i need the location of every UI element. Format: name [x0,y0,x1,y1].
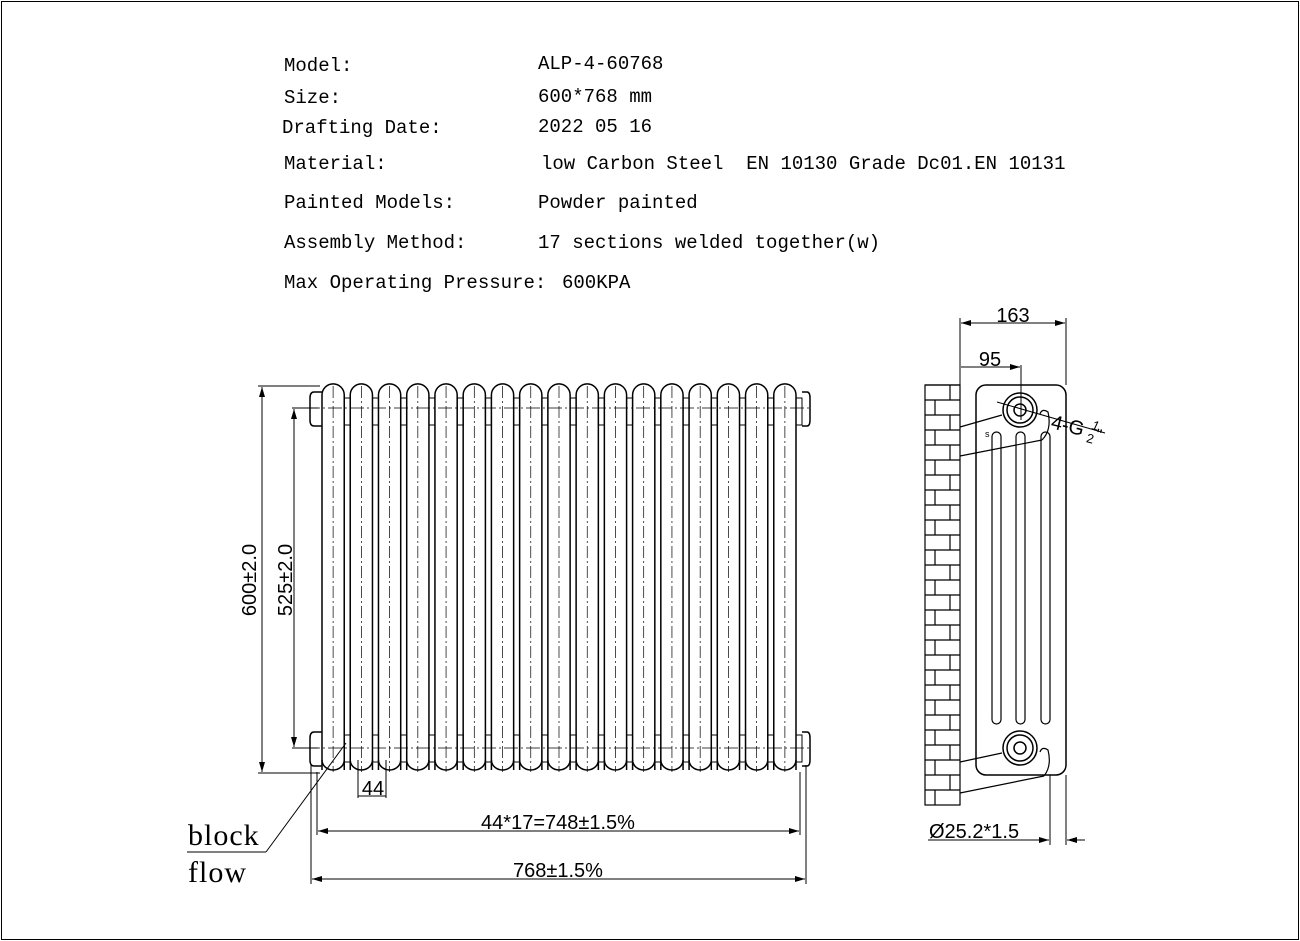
spec-label-size: Size: [284,87,342,109]
section-column [547,383,571,770]
end-cap-top [309,391,322,427]
spec-value-size: 600*768 mm [538,86,653,108]
section-column [321,383,345,770]
section-column [688,383,713,770]
end-cap-bottom-right [802,731,811,767]
spec-value-date: 2022 05 16 [538,116,653,138]
height-dim-text: 600±2.0 [239,544,261,616]
wall-bricks [924,384,961,806]
depth-dim-text: 163 [996,305,1029,327]
section-neck-top [456,397,464,426]
total-length-text: 768±1.5% [513,860,603,882]
end-cap-bottom [309,731,322,767]
section-neck-bottom [343,734,351,763]
wall-center-dim-text: 95 [979,349,1001,371]
section-column [744,383,769,770]
section-column [575,383,600,770]
section-neck-top [682,397,690,426]
section-column [518,383,543,770]
thread-unit: " [1094,427,1104,445]
section-neck-bottom [654,734,662,763]
section-neck-bottom [682,734,690,763]
spec-label-material: Material: [284,153,387,175]
spec-label-model: Model: [284,55,353,77]
section-neck-bottom [428,734,436,763]
bracket-lines [959,409,1050,794]
pipe-dim-text: Ø25.2*1.5 [929,821,1019,843]
mark-s: s [985,429,990,439]
section-column [349,383,374,770]
spec-value-painted: Powder painted [538,192,698,214]
section-column [773,383,797,770]
section-neck-top [654,397,662,426]
label-block: block [188,819,260,852]
section-neck-top [513,397,521,426]
thread-denominator: 2 [1085,430,1096,446]
section-neck-bottom [456,734,464,763]
section-neck-top [710,397,718,426]
section-neck-bottom [597,734,605,763]
section-neck-bottom [739,734,747,763]
front-view [306,383,812,772]
section-column [631,383,656,770]
spec-label-date: Drafting Date: [282,117,442,139]
section-neck-top [371,397,379,426]
leader-line [265,742,347,853]
side-view [924,318,1106,845]
section-neck-bottom [371,734,379,763]
section-neck-top [569,397,577,426]
section-neck-top [343,397,351,426]
section-column [377,383,402,770]
spec-label-assembly: Assembly Method: [284,232,467,254]
section-neck-bottom [400,734,408,763]
thread-label-text: 4-G [1049,412,1087,441]
section-column [660,383,684,770]
section-column [405,383,430,770]
section-neck-top [428,397,436,426]
section-neck-bottom [767,734,775,763]
section-column [603,383,628,770]
thread-numerator: 1 [1090,417,1101,433]
section-column [490,383,515,770]
spec-value-material: low Carbon Steel EN 10130 Grade Dc01.EN … [541,153,1066,175]
section-neck-top [795,397,803,426]
end-cap-top-right [802,391,811,427]
thread-label: 4-G 1 2 " [1049,412,1104,447]
section-neck-top [767,397,775,426]
spec-value-assembly: 17 sections welded together(w) [538,232,881,254]
sections-length-text: 44*17=748±1.5% [481,812,635,834]
section-column [716,383,741,770]
spec-label-painted: Painted Models: [284,192,456,214]
spec-label-pressure: Max Operating Pressure: [284,272,547,294]
centers-dim-text: 525±2.0 [275,544,297,616]
section-neck-top [739,397,747,426]
section-neck-top [400,397,408,426]
spec-value-model: ALP-4-60768 [538,53,664,75]
spec-value-pressure: 600KPA [562,272,631,294]
side-dimensions [928,318,1106,845]
column-slots [991,431,1051,725]
section-neck-bottom [710,734,718,763]
front-dimensions [187,385,807,884]
section-neck-bottom [513,734,521,763]
section-column [434,383,458,770]
section-neck-top [597,397,605,426]
section-neck-bottom [569,734,577,763]
section-neck-bottom [541,734,549,763]
section-neck-top [484,397,492,426]
section-neck-top [541,397,549,426]
top-valve-fitting [1002,392,1038,428]
section-neck-bottom [484,734,492,763]
bottom-valve-fitting [1002,730,1038,766]
section-column [462,383,487,770]
section-neck-bottom [795,734,803,763]
section-neck-top [626,397,634,426]
section-neck-bottom [626,734,634,763]
pitch-dim-text: 44 [362,778,384,800]
label-flow: flow [188,856,247,889]
